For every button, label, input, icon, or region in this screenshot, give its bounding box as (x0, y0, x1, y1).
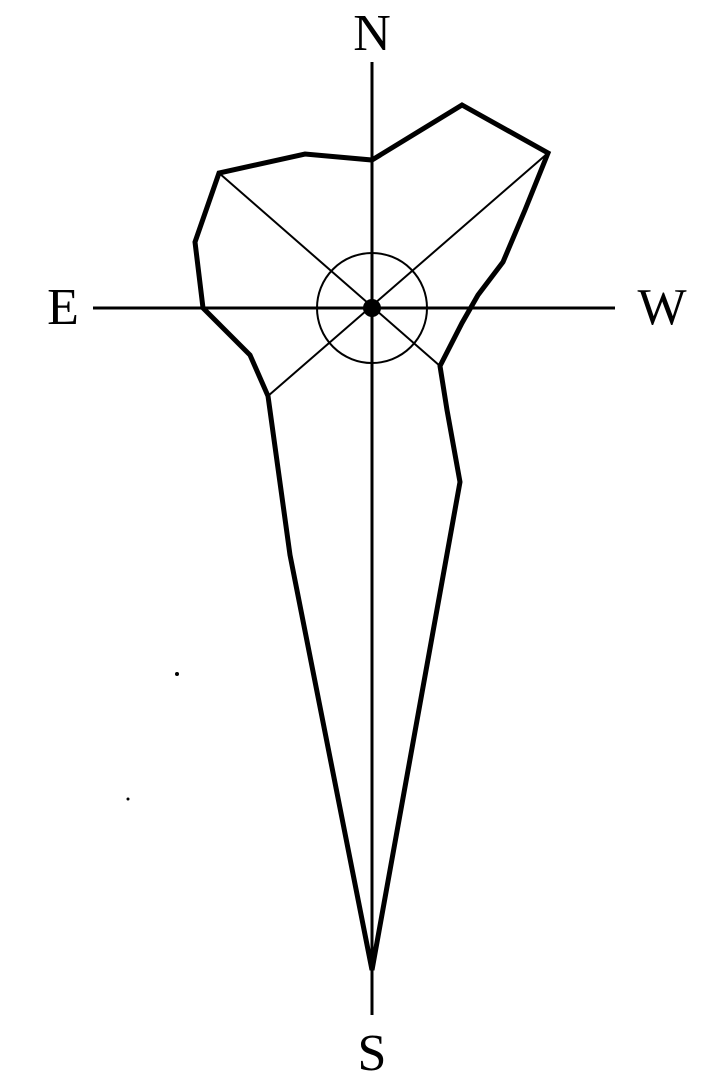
northwest-southeast-spoke (218, 172, 441, 367)
north-label: N (353, 5, 391, 62)
west-label: W (637, 279, 686, 336)
calm-circle (316, 252, 428, 364)
east-label: E (47, 279, 79, 336)
northeast-southwest-spoke (267, 152, 549, 397)
speck-mark (175, 672, 179, 676)
south-label: S (358, 1025, 387, 1077)
speck-mark (126, 797, 130, 801)
center-dot (363, 299, 381, 317)
frequency-outline (192, 102, 552, 971)
